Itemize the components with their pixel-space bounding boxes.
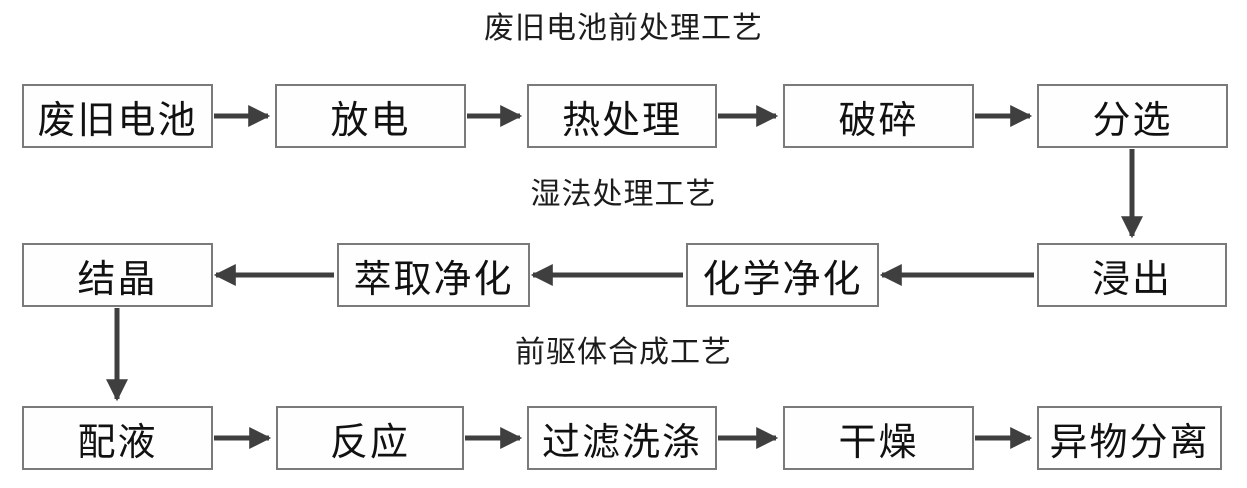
flow-box-solution-preparation: 配液 bbox=[22, 406, 213, 470]
flow-box-sorting: 分选 bbox=[1037, 84, 1228, 148]
flow-box-foreign-matter-separation: 异物分离 bbox=[1037, 406, 1222, 470]
flow-box-filter-washing: 过滤洗涤 bbox=[527, 406, 717, 470]
section-title-precursor-synthesis: 前驱体合成工艺 bbox=[515, 336, 732, 369]
flow-box-drying: 干燥 bbox=[783, 406, 974, 470]
flow-box-heat-treatment: 热处理 bbox=[527, 84, 717, 148]
flow-box-crushing: 破碎 bbox=[783, 84, 974, 148]
flow-box-crystallization: 结晶 bbox=[22, 243, 213, 307]
flow-box-discharge: 放电 bbox=[275, 84, 466, 148]
flow-box-extraction-purification: 萃取净化 bbox=[337, 243, 530, 307]
flow-box-chemical-purification: 化学净化 bbox=[686, 243, 879, 307]
section-title-wet-process: 湿法处理工艺 bbox=[530, 178, 717, 211]
flow-box-waste-battery: 废旧电池 bbox=[22, 84, 213, 148]
flow-box-leaching: 浸出 bbox=[1037, 243, 1227, 307]
flow-box-reaction: 反应 bbox=[276, 406, 464, 470]
section-title-pretreatment: 废旧电池前处理工艺 bbox=[484, 12, 763, 45]
